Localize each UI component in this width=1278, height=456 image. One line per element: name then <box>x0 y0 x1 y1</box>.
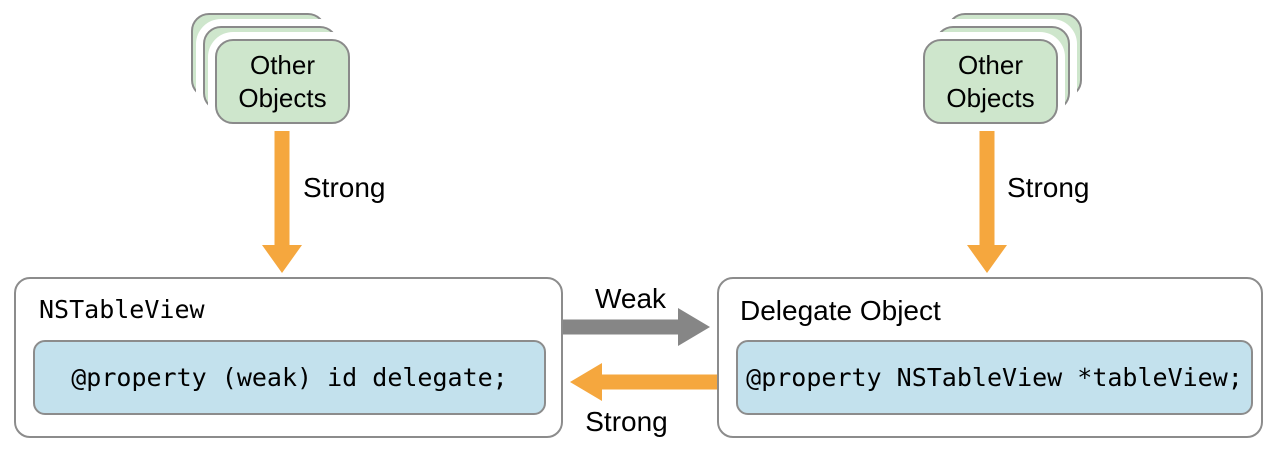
nstableview-box: NSTableView @property (weak) id delegate… <box>14 277 563 438</box>
strong-label-right: Strong <box>1007 172 1090 203</box>
delegate-property-code: @property (weak) id delegate; <box>71 363 508 392</box>
weak-label: Weak <box>594 283 667 314</box>
tableview-property-code: @property NSTableView *tableView; <box>746 363 1243 392</box>
other-objects-stack-left: Other Objects <box>215 39 350 124</box>
delegate-property-code-box: @property (weak) id delegate; <box>33 340 546 415</box>
strong-down-arrow-right <box>967 131 1007 273</box>
strong-down-arrow-left <box>262 131 302 273</box>
delegate-object-title: Delegate Object <box>740 295 941 326</box>
other-objects-label: Other Objects <box>946 49 1035 113</box>
other-objects-label: Other Objects <box>238 49 327 113</box>
strong-back-arrow <box>570 363 717 401</box>
tableview-property-code-box: @property NSTableView *tableView; <box>736 340 1253 415</box>
strong-label-left: Strong <box>303 172 386 203</box>
nstableview-title: NSTableView <box>39 295 205 324</box>
other-objects-stack-right: Other Objects <box>923 39 1058 124</box>
delegate-object-box: Delegate Object @property NSTableView *t… <box>717 277 1263 438</box>
strong-back-label: Strong <box>585 406 668 437</box>
